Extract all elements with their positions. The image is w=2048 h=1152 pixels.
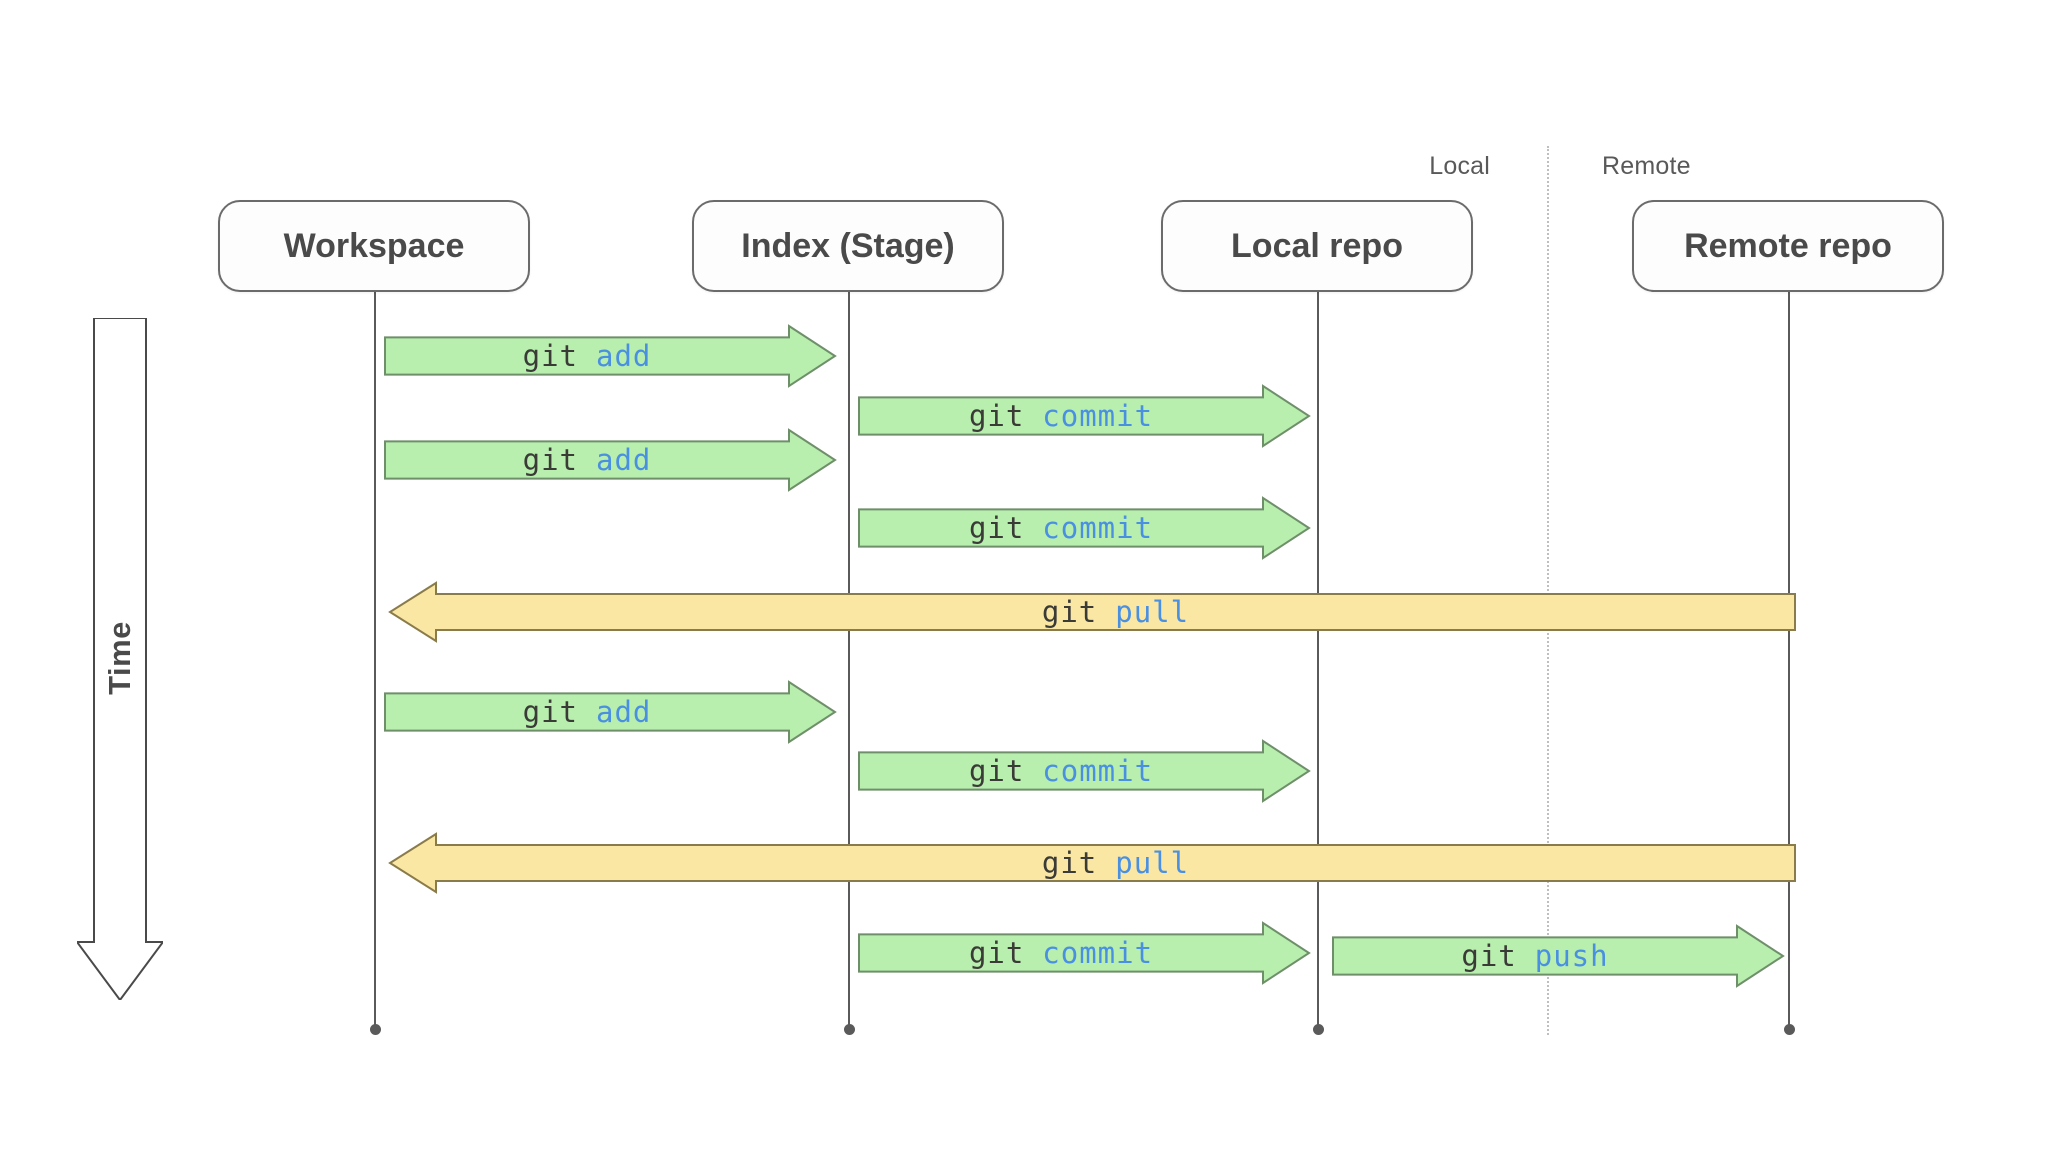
participant-local_repo[interactable]: Local repo <box>1161 200 1473 292</box>
local-remote-divider <box>1547 146 1549 1035</box>
lifeline-workspace <box>374 292 376 1028</box>
time-axis-label: Time <box>102 621 137 695</box>
participant-label: Index (Stage) <box>741 226 955 265</box>
lifeline-remote_repo <box>1788 292 1790 1028</box>
participant-label: Workspace <box>283 226 465 265</box>
zone-label-remote: Remote <box>1602 152 1691 180</box>
participant-label: Local repo <box>1231 226 1403 265</box>
time-axis-arrow <box>75 317 165 1002</box>
participant-remote_repo[interactable]: Remote repo <box>1632 200 1944 292</box>
participant-label: Remote repo <box>1684 226 1892 265</box>
zone-label-local: Local <box>1429 152 1490 180</box>
participant-index[interactable]: Index (Stage) <box>692 200 1004 292</box>
lifeline-end-dot-workspace <box>370 1024 381 1035</box>
lifeline-index <box>848 292 850 1028</box>
participant-workspace[interactable]: Workspace <box>218 200 530 292</box>
lifeline-end-dot-index <box>844 1024 855 1035</box>
lifeline-end-dot-remote_repo <box>1784 1024 1795 1035</box>
lifeline-local_repo <box>1317 292 1319 1028</box>
lifeline-end-dot-local_repo <box>1313 1024 1324 1035</box>
